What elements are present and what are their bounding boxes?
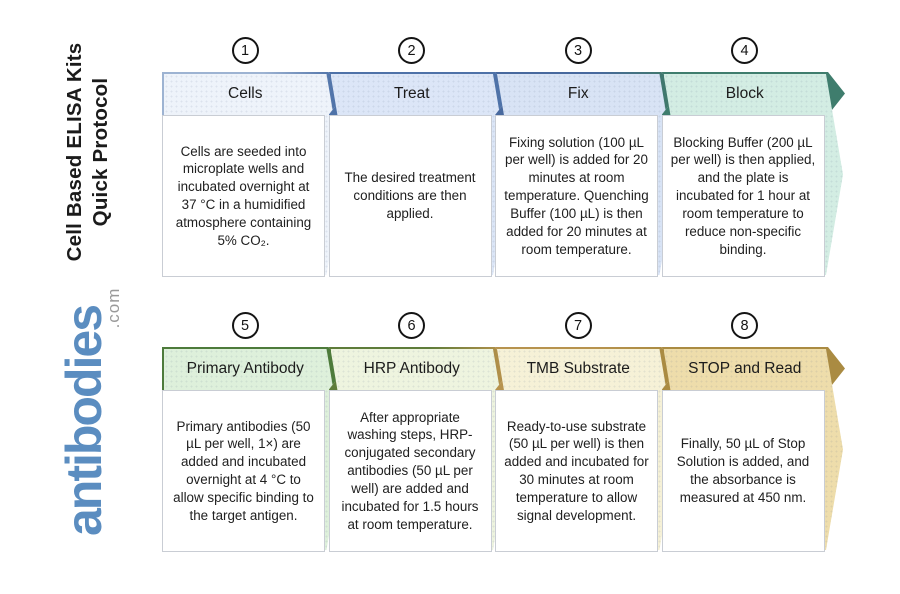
step-card: 1 Cells Cells are seeded into microplate…	[162, 37, 346, 277]
step-card: 5 Primary Antibody Primary antibodies (5…	[162, 312, 346, 552]
step-description-box: Ready-to-use substrate (50 µL per well) …	[495, 390, 658, 552]
step-arrow-label: HRP Antibody	[363, 359, 460, 377]
step-number: 8	[740, 317, 749, 334]
step-description-box: Blocking Buffer (200 µL per well) is the…	[661, 115, 825, 277]
step-description-box: After appropriate washing steps, HRP-con…	[328, 390, 492, 552]
step-card: 4 Block Blocking Buffer (200 µL per well…	[661, 37, 846, 277]
step-number-badge: 1	[231, 37, 259, 64]
page-title-line1: Cell Based ELISA Kits	[62, 42, 86, 262]
antibodies-logo-suffix: .com	[104, 287, 123, 329]
step-description: After appropriate washing steps, HRP-con…	[341, 409, 479, 532]
step-description: Primary antibodies (50 µL per well, 1×) …	[173, 418, 314, 523]
step-number: 4	[740, 42, 749, 59]
step-number: 5	[240, 317, 250, 334]
step-number-badge: 5	[231, 312, 259, 339]
step-card: 8 STOP and Read Finally, 50 µL of Stop S…	[661, 312, 846, 552]
step-arrow-label: Primary Antibody	[186, 359, 304, 377]
step-arrow-label: Block	[725, 84, 764, 102]
step-number-badge: 7	[564, 312, 592, 339]
step-description-box: Finally, 50 µL of Stop Solution is added…	[661, 390, 825, 552]
page-title-line2: Quick Protocol	[89, 77, 112, 227]
step-description: Ready-to-use substrate (50 µL per well) …	[504, 418, 649, 523]
step-arrow-label: Treat	[393, 84, 430, 102]
step-number: 7	[573, 317, 583, 334]
step-description: Fixing solution (100 µL per well) is add…	[504, 134, 649, 257]
step-number: 3	[573, 42, 583, 59]
step-number: 6	[407, 317, 416, 334]
step-card: 2 Treat The desired treatment conditions…	[328, 37, 513, 277]
step-card: 7 TMB Substrate Ready-to-use substrate (…	[495, 312, 679, 552]
step-number-badge: 8	[731, 312, 758, 339]
vertical-page-title: Cell Based ELISA Kits Quick Protocol	[62, 43, 114, 262]
step-description-box: The desired treatment conditions are the…	[328, 115, 492, 277]
step-description: Cells are seeded into microplate wells a…	[175, 143, 312, 248]
step-description-box: Primary antibodies (50 µL per well, 1×) …	[162, 390, 325, 552]
step-arrow-label: TMB Substrate	[526, 359, 630, 377]
step-number: 2	[407, 42, 416, 59]
step-arrow-label: Cells	[228, 84, 263, 102]
step-number-badge: 3	[564, 37, 592, 64]
step-number: 1	[240, 42, 250, 59]
step-number-badge: 6	[398, 312, 425, 339]
step-arrow-label: Fix	[567, 84, 589, 102]
step-card: 3 Fix Fixing solution (100 µL per well) …	[495, 37, 679, 277]
step-description: The desired treatment conditions are the…	[344, 170, 476, 221]
step-card: 6 HRP Antibody After appropriate washing…	[328, 312, 513, 552]
step-arrow-label: STOP and Read	[688, 359, 802, 377]
protocol-row-2: 5 Primary Antibody Primary antibodies (5…	[162, 312, 846, 552]
step-description: Finally, 50 µL of Stop Solution is added…	[676, 436, 810, 505]
antibodies-logo: antibodies	[56, 305, 112, 537]
step-number-badge: 2	[398, 37, 425, 64]
step-description: Blocking Buffer (200 µL per well) is the…	[670, 134, 816, 257]
step-description-box: Fixing solution (100 µL per well) is add…	[495, 115, 658, 277]
protocol-row-1: 1 Cells Cells are seeded into microplate…	[162, 37, 846, 277]
step-description-box: Cells are seeded into microplate wells a…	[162, 115, 325, 277]
step-number-badge: 4	[731, 37, 758, 64]
